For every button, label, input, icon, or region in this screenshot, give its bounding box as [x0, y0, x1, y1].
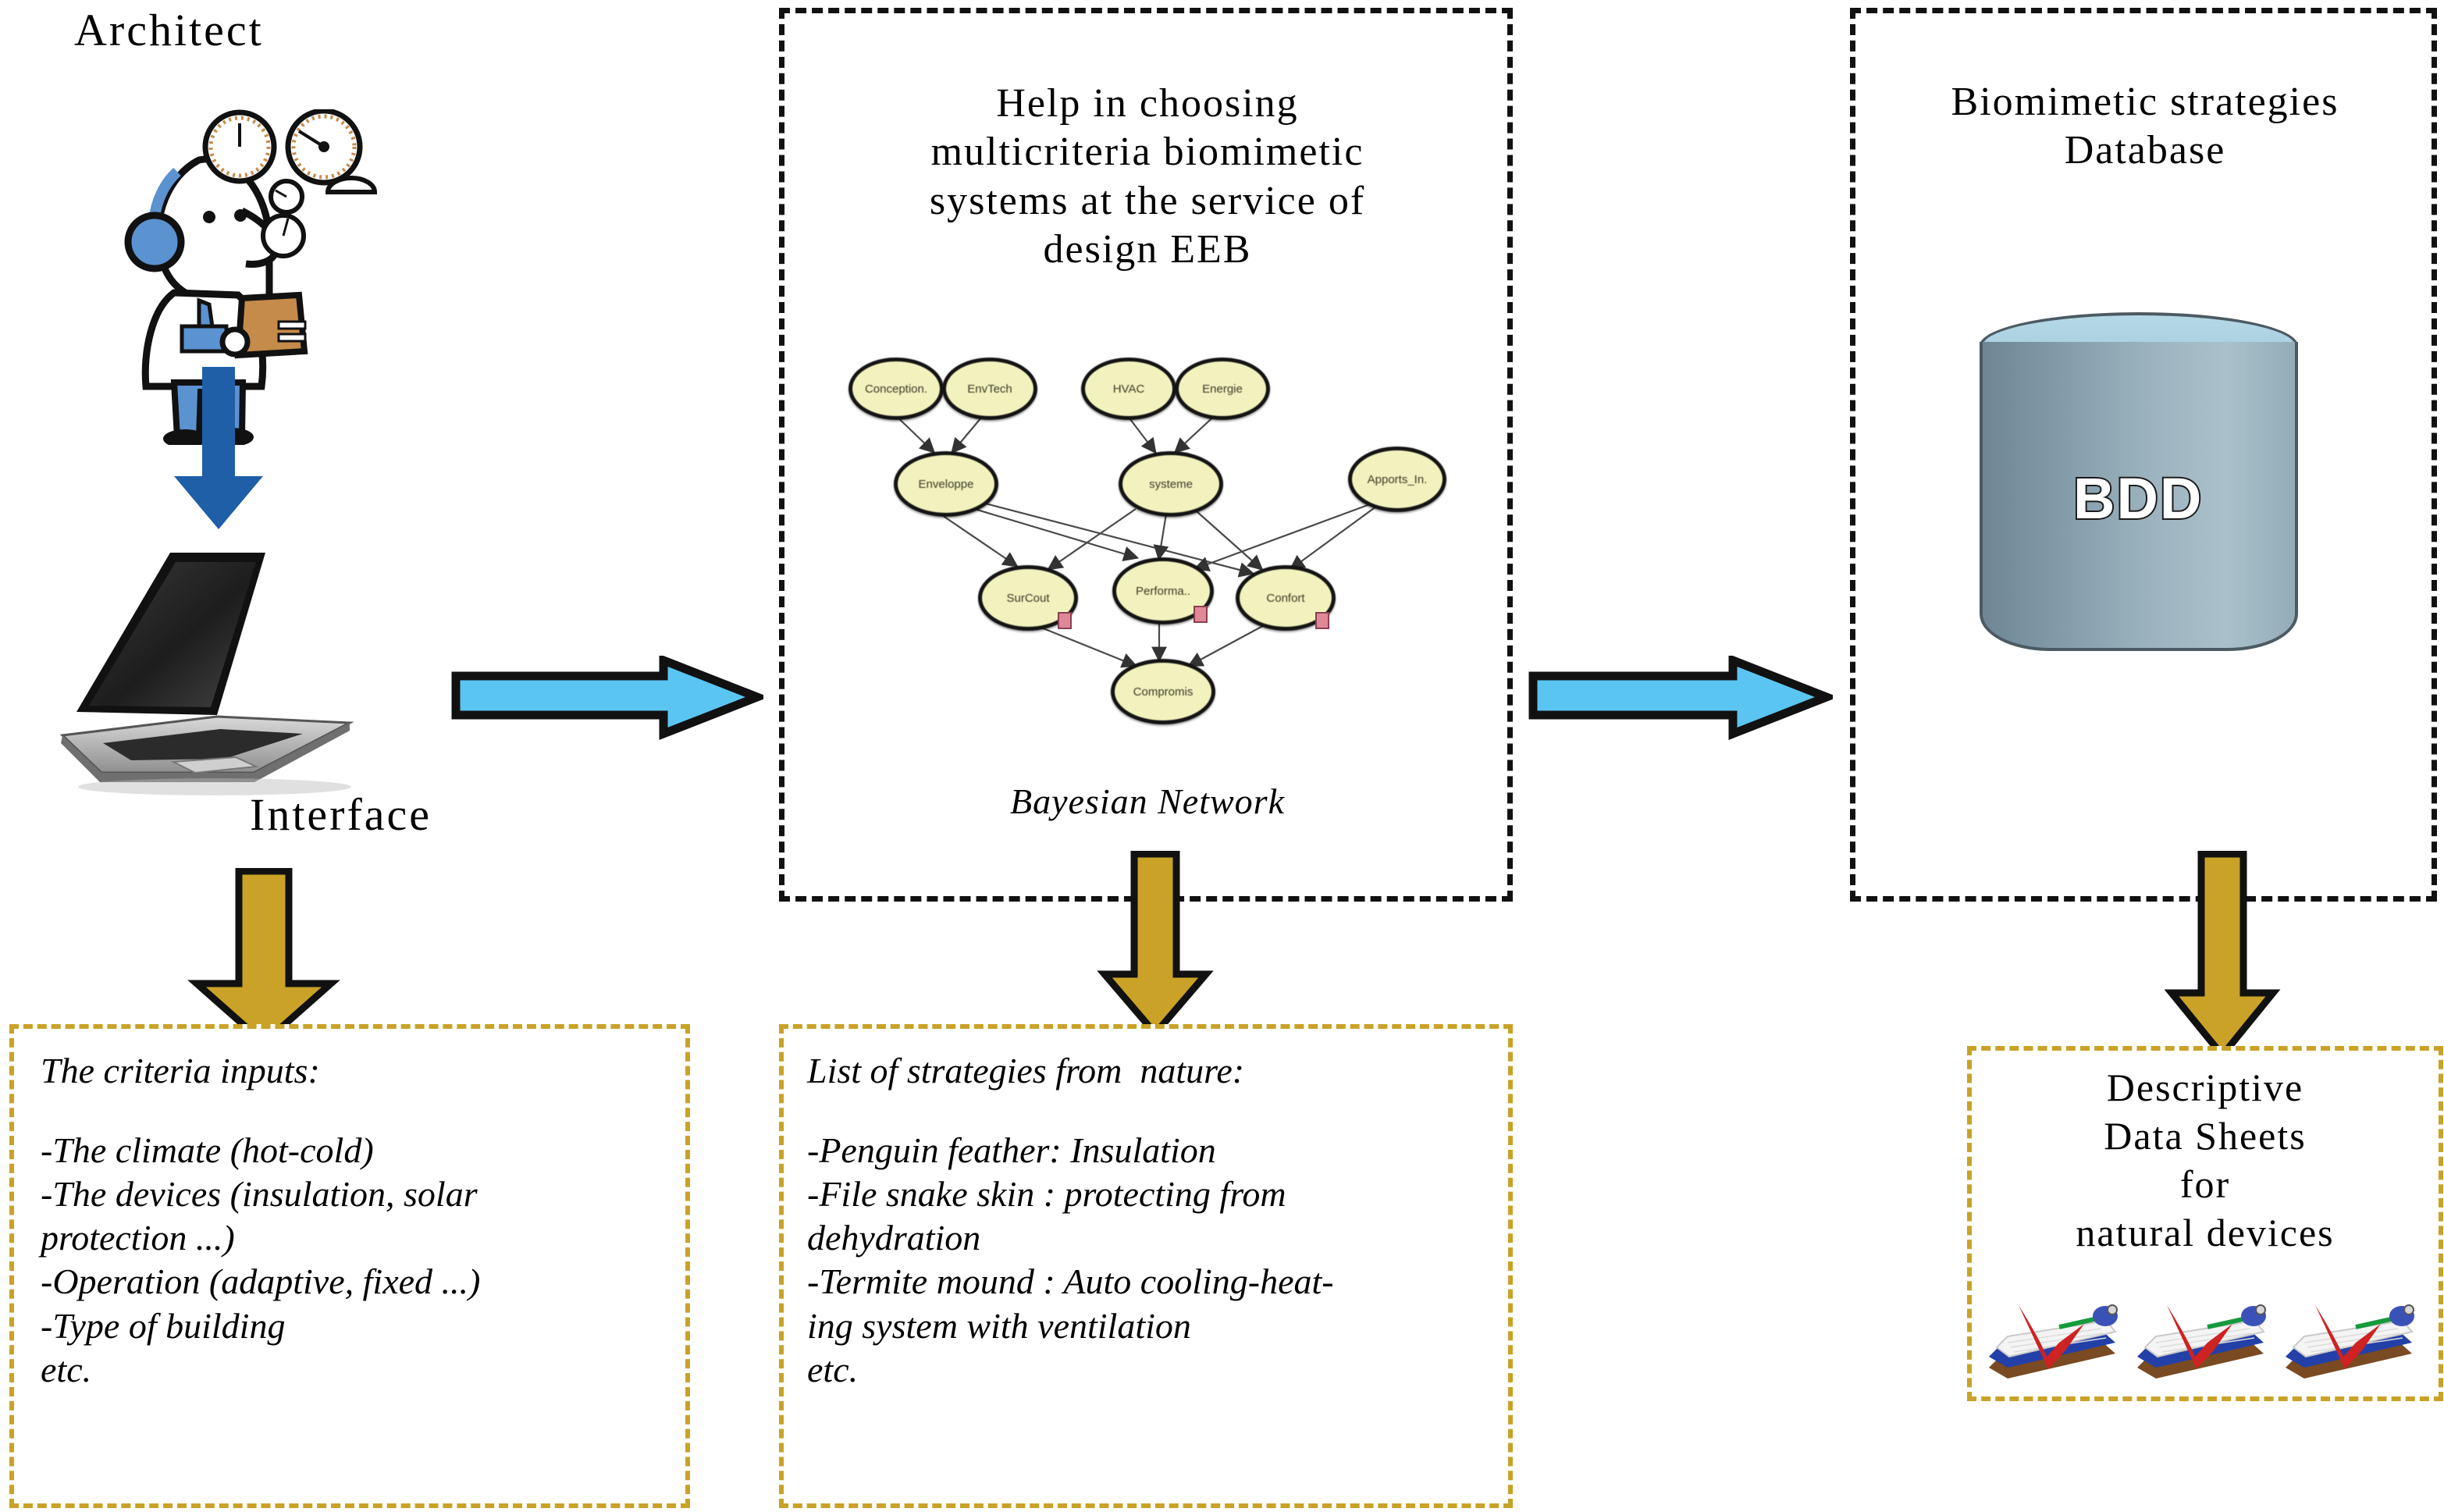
navy-down-arrow-icon — [174, 367, 263, 529]
middle-title-line: multicriteria biomimetic — [930, 130, 1364, 175]
data-sheets-title-line: for — [2179, 1162, 2231, 1206]
interface-label: Interface — [250, 788, 432, 841]
criteria-line: -Type of building — [41, 1305, 286, 1346]
criteria-line: -Operation (adaptive, fixed ...) — [41, 1261, 481, 1302]
data-sheets-title-line: Data Sheets — [2104, 1114, 2307, 1158]
right-title-line: Biomimetic strategies — [1951, 80, 2339, 124]
blue-right-arrow-icon-2 — [1528, 656, 1833, 741]
bn-node-envtech: EnvTech — [942, 358, 1037, 420]
criteria-inputs-box: The criteria inputs: -The climate (hot-c… — [9, 1024, 690, 1508]
strategies-line: -File snake skin : protecting from — [807, 1174, 1286, 1215]
bn-node-surcout: SurCout — [978, 565, 1078, 631]
middle-title-line: Help in choosing — [996, 81, 1299, 126]
middle-title-line: systems at the service of — [929, 178, 1366, 223]
bn-node-apports_in: Apports_In. — [1348, 446, 1446, 512]
cylinder-body — [1980, 342, 2298, 651]
strategies-line: -Penguin feather: Insulation — [807, 1130, 1216, 1171]
bayesian-caption-text: Bayesian Network — [1010, 781, 1285, 821]
bn-node-hvac: HVAC — [1081, 358, 1176, 420]
criteria-line: -The climate (hot-cold) — [41, 1130, 374, 1171]
blue-right-arrow-icon-1 — [451, 656, 763, 741]
data-sheets-title-line: Descriptive — [2106, 1066, 2304, 1109]
gauge-cluster-icon — [202, 109, 378, 258]
bn-node-enveloppe: Enveloppe — [894, 451, 998, 517]
gold-down-arrow-icon-2 — [1097, 851, 1214, 1038]
database-label-text: BDD — [2072, 464, 2204, 532]
data-sheets-title-line: natural devices — [2076, 1211, 2335, 1254]
strategies-heading: List of strategies from nature: — [807, 1051, 1245, 1090]
bayesian-network-caption: Bayesian Network — [812, 781, 1483, 822]
middle-title-line: design EEB — [1043, 227, 1252, 272]
bn-node-compromis: Compromis — [1111, 659, 1215, 724]
bn-evidence-badge — [1315, 612, 1329, 629]
bn-node-conception: Conception. — [848, 358, 944, 420]
laptop-icon — [59, 553, 354, 795]
clipboard-checkmark-icon — [1989, 1304, 2118, 1379]
bn-node-energie: Energie — [1175, 358, 1270, 420]
criteria-heading: The criteria inputs: — [41, 1051, 320, 1090]
strategies-line: dehydration — [807, 1218, 981, 1258]
strategies-line: -Termite mound : Auto cooling-heat- — [807, 1261, 1334, 1302]
bn-node-confort: Confort — [1236, 565, 1336, 631]
data-sheets-box: Descriptive Data Sheets for natural devi… — [1967, 1046, 2443, 1401]
middle-panel-title: Help in choosing multicriteria biomimeti… — [812, 80, 1483, 275]
clipboard-checkmark-icon — [2286, 1304, 2414, 1379]
gold-down-arrow-icon — [187, 868, 340, 1048]
interface-label-text: Interface — [250, 789, 432, 840]
architect-label-text: Architect — [74, 5, 264, 55]
bn-evidence-badge — [1194, 606, 1208, 623]
gold-down-arrow-icon-3 — [2164, 851, 2281, 1062]
bn-node-systeme: systeme — [1119, 451, 1223, 517]
criteria-line: protection ...) — [41, 1218, 235, 1258]
database-cylinder-icon: BDD — [1973, 312, 2309, 687]
criteria-line: -The devices (insulation, solar — [41, 1174, 478, 1215]
architect-label: Architect — [74, 4, 264, 56]
strategies-line: ing system with ventilation — [807, 1305, 1191, 1346]
right-panel-title: Biomimetic strategies Database — [1864, 78, 2426, 176]
clipboard-checkmark-icon — [2137, 1304, 2266, 1379]
data-sheets-title: Descriptive Data Sheets for natural devi… — [1972, 1051, 2439, 1257]
right-title-line: Database — [2064, 128, 2226, 173]
bn-evidence-badge — [1058, 612, 1072, 629]
criteria-line: etc. — [41, 1349, 92, 1389]
strategies-list-box: List of strategies from nature: -Penguin… — [779, 1024, 1513, 1508]
strategies-line: etc. — [807, 1349, 859, 1389]
right-dashed-panel — [1850, 8, 2437, 902]
